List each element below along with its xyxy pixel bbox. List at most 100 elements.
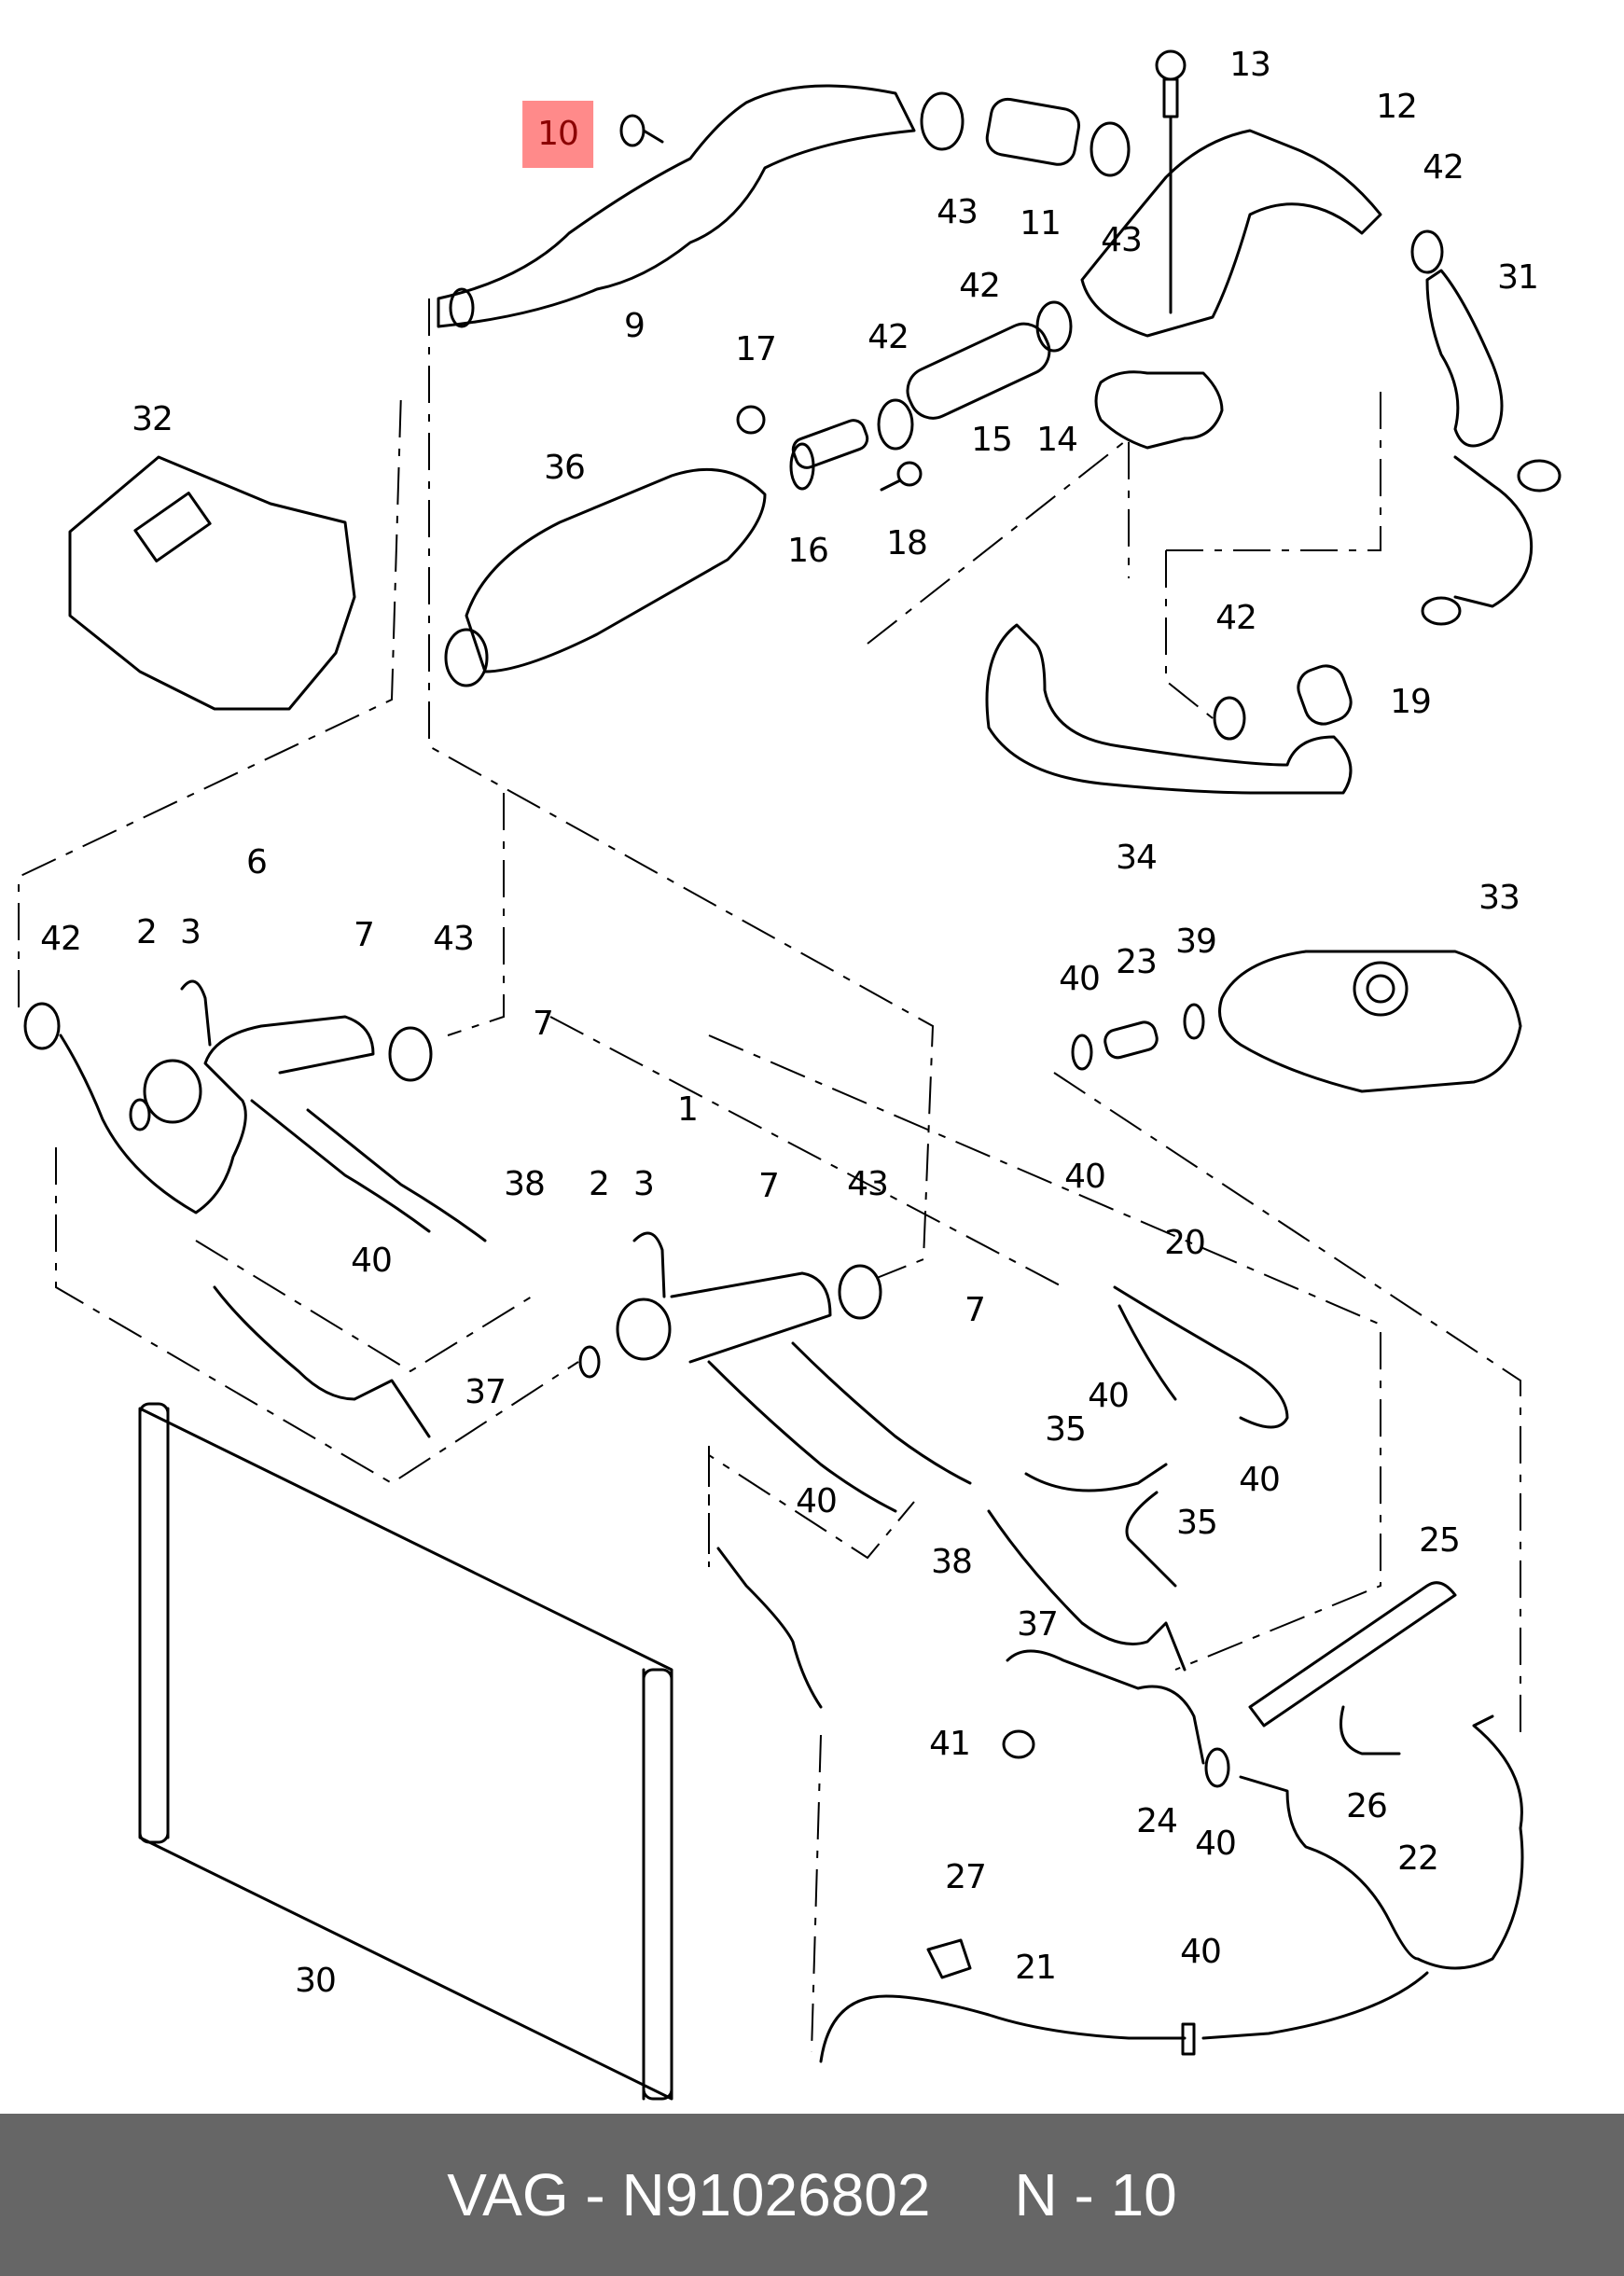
- callout-2[interactable]: 2: [136, 913, 158, 951]
- hose-clamp: [1410, 229, 1444, 274]
- callout-37[interactable]: 37: [465, 1373, 507, 1411]
- callout-21[interactable]: 21: [1015, 1949, 1057, 1987]
- callout-42[interactable]: 42: [40, 920, 82, 958]
- pipe-flange: [449, 287, 475, 328]
- callout-1[interactable]: 1: [677, 1090, 699, 1129]
- callout-43[interactable]: 43: [937, 193, 979, 231]
- callout-3[interactable]: 3: [180, 913, 201, 951]
- callout-40[interactable]: 40: [1059, 960, 1101, 998]
- callout-19[interactable]: 19: [1390, 683, 1432, 721]
- callout-40[interactable]: 40: [1195, 1825, 1237, 1863]
- callout-17[interactable]: 17: [735, 330, 777, 368]
- leader-line: [1165, 550, 1214, 719]
- callout-10-highlighted[interactable]: 10: [522, 101, 593, 168]
- callout-38[interactable]: 38: [931, 1543, 973, 1581]
- leader-line: [55, 1147, 579, 1485]
- dotted-hose: [213, 1285, 431, 1438]
- leader-line: [811, 1734, 822, 2053]
- callout-3[interactable]: 3: [633, 1165, 655, 1203]
- radiator: [138, 1407, 673, 2101]
- callout-7[interactable]: 7: [758, 1167, 780, 1205]
- leader-line: [18, 391, 402, 1007]
- retaining-ring: [129, 1098, 151, 1131]
- callout-40[interactable]: 40: [1239, 1461, 1281, 1499]
- leader-line: [1166, 392, 1381, 551]
- callout-40[interactable]: 40: [796, 1482, 838, 1520]
- bolt-icon: [1155, 49, 1187, 118]
- callout-33[interactable]: 33: [1478, 879, 1520, 917]
- callout-32[interactable]: 32: [132, 400, 174, 438]
- callout-13[interactable]: 13: [1229, 46, 1271, 84]
- callout-23[interactable]: 23: [1116, 943, 1158, 981]
- dotted-hose: [1425, 269, 1504, 448]
- callout-40[interactable]: 40: [1180, 1933, 1222, 1971]
- callout-27[interactable]: 27: [945, 1858, 987, 1896]
- hose: [1024, 1463, 1168, 1492]
- callout-35[interactable]: 35: [1045, 1410, 1087, 1449]
- callout-7[interactable]: 7: [965, 1291, 986, 1329]
- expansion-tank: [1218, 950, 1522, 1093]
- coolant-pipe: [437, 84, 916, 328]
- dotted-hose: [670, 1271, 832, 1364]
- leader-line: [1053, 1072, 1521, 1735]
- leader-line: [447, 793, 505, 1036]
- cable-tie: [1248, 1581, 1457, 1728]
- hose-clamp: [838, 1264, 882, 1320]
- callout-43[interactable]: 43: [847, 1165, 889, 1203]
- dotted-hose: [987, 1509, 1187, 1672]
- callout-18[interactable]: 18: [886, 524, 928, 562]
- callout-40[interactable]: 40: [351, 1242, 393, 1280]
- callout-39[interactable]: 39: [1175, 923, 1217, 961]
- callout-12[interactable]: 12: [1376, 88, 1418, 126]
- connector-pipe: [791, 419, 869, 469]
- coolant-line: [819, 1994, 1187, 2063]
- callout-2[interactable]: 2: [589, 1165, 610, 1203]
- callout-42[interactable]: 42: [1423, 148, 1464, 187]
- callout-42[interactable]: 42: [959, 267, 1001, 305]
- coolant-flange: [1080, 129, 1382, 338]
- callout-34[interactable]: 34: [1116, 839, 1158, 877]
- callout-7[interactable]: 7: [533, 1005, 554, 1043]
- callout-24[interactable]: 24: [1136, 1802, 1178, 1840]
- callout-6[interactable]: 6: [246, 843, 268, 881]
- callout-43[interactable]: 43: [433, 920, 475, 958]
- callout-43[interactable]: 43: [1101, 221, 1143, 259]
- wire-clip: [632, 1231, 666, 1298]
- callout-42[interactable]: 42: [868, 318, 909, 356]
- o-ring: [736, 405, 766, 435]
- grommet: [1002, 1729, 1035, 1759]
- coolant-line: [1201, 1971, 1429, 2040]
- callout-40[interactable]: 40: [1064, 1158, 1106, 1196]
- leader-line: [428, 298, 935, 1279]
- callout-20[interactable]: 20: [1164, 1224, 1206, 1262]
- callout-38[interactable]: 38: [504, 1165, 546, 1203]
- callout-41[interactable]: 41: [929, 1725, 971, 1763]
- callout-31[interactable]: 31: [1497, 258, 1539, 297]
- callout-15[interactable]: 15: [971, 421, 1013, 459]
- gasket: [1094, 370, 1224, 450]
- callout-14[interactable]: 14: [1036, 421, 1078, 459]
- hose-clamp: [1204, 1747, 1230, 1788]
- callout-25[interactable]: 25: [1419, 1521, 1461, 1560]
- parts-diagram: 10 13 12 43 11 43 42 31 9 42 42 17 15 14…: [18, 46, 1562, 2101]
- callout-7[interactable]: 7: [354, 916, 375, 954]
- hose-clamp: [1090, 121, 1131, 177]
- control-unit: [68, 455, 356, 711]
- hose-clamp: [1071, 1034, 1093, 1071]
- callout-36[interactable]: 36: [544, 449, 586, 487]
- callout-26[interactable]: 26: [1346, 1787, 1388, 1825]
- dotted-hose: [59, 1015, 375, 1214]
- callout-22[interactable]: 22: [1397, 1839, 1439, 1878]
- callout-30[interactable]: 30: [295, 1962, 337, 2000]
- dotted-hose: [1113, 1285, 1289, 1429]
- callout-42[interactable]: 42: [1215, 599, 1257, 637]
- callout-35[interactable]: 35: [1176, 1504, 1218, 1542]
- diagram-drawing: [18, 49, 1562, 2101]
- callout-40[interactable]: 40: [1088, 1377, 1130, 1415]
- callout-37[interactable]: 37: [1017, 1605, 1059, 1644]
- callout-11[interactable]: 11: [1020, 204, 1062, 243]
- clip: [1339, 1705, 1401, 1756]
- callout-16[interactable]: 16: [787, 532, 829, 570]
- callout-9[interactable]: 9: [624, 307, 645, 345]
- dotted-hose: [1103, 1020, 1159, 1060]
